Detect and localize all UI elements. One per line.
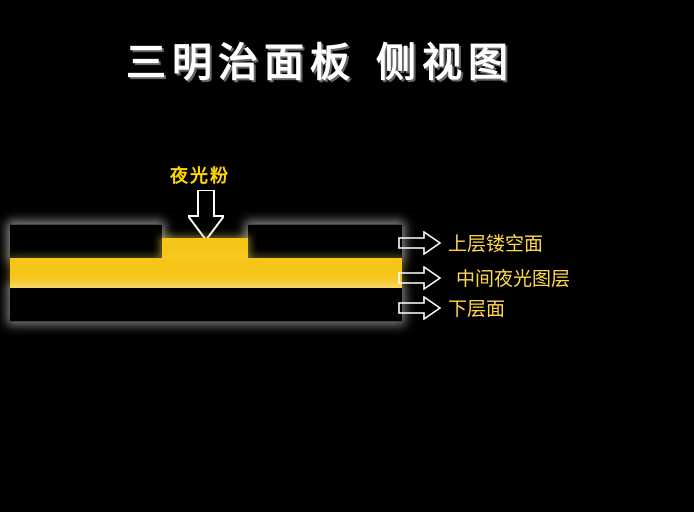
right-arrow-icon [398, 230, 442, 255]
right-arrow-icon [398, 265, 442, 290]
powder-label: 夜光粉 [170, 166, 230, 187]
callout-label: 下层面 [448, 298, 506, 320]
top-layer-right [248, 224, 402, 258]
callout-middle-layer: 中间夜光图层 [398, 264, 570, 291]
callout-label: 中间夜光图层 [456, 268, 571, 290]
callout-label: 上层镂空面 [448, 233, 544, 255]
middle-luminous-layer [10, 258, 402, 288]
callout-bottom-layer: 下层面 [398, 294, 505, 321]
diagram-title: 三明治面板 侧视图 [126, 39, 514, 86]
right-arrow-icon [398, 295, 442, 320]
callout-top-layer: 上层镂空面 [398, 229, 543, 256]
luminous-powder-fill [162, 238, 248, 258]
down-arrow-icon [188, 190, 224, 242]
sandwich-panel-stack [10, 224, 402, 322]
top-layer-left [10, 224, 162, 258]
bottom-layer [10, 288, 402, 322]
